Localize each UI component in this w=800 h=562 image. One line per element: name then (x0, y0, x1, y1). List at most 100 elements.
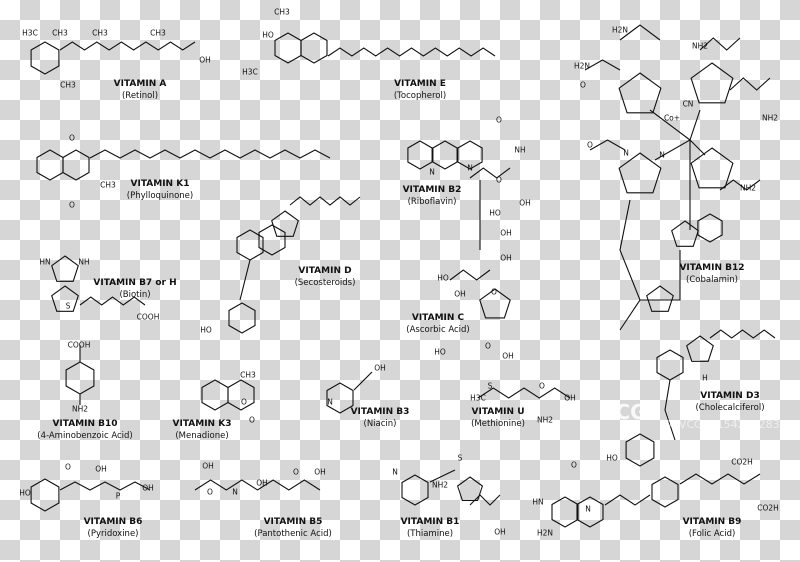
atom-label: NH2 (691, 41, 709, 51)
vitamin-common-name: (Menadione) (175, 431, 229, 441)
vitamin-label: VITAMIN D(Secosteroids) (295, 265, 356, 289)
vitamin-name: VITAMIN B9 (682, 517, 742, 527)
chain (619, 199, 641, 331)
atom-label: HN (532, 497, 544, 507)
atom-label: O (249, 415, 255, 425)
atom-label: OH (199, 55, 211, 65)
atom-label: OH (314, 467, 326, 477)
vitamin-name: VITAMIN K1 (130, 179, 190, 189)
chain (679, 473, 761, 485)
chain (664, 379, 676, 441)
atom-label: NH (78, 257, 90, 267)
vitamin-name: VITAMIN B2 (402, 185, 462, 195)
bond (649, 109, 706, 230)
vitamin-common-name: (Folic Acid) (688, 529, 736, 539)
atom-label: O (207, 487, 213, 497)
chain (469, 167, 511, 179)
atom-label: CN (682, 99, 694, 109)
ring (201, 379, 229, 411)
atom-label: O (587, 140, 593, 150)
atom-label: NH2 (431, 480, 449, 490)
chain (59, 41, 196, 51)
vitamin-label: VITAMIN B1(Thiamine) (401, 516, 460, 540)
ring (326, 382, 354, 414)
ring (690, 147, 734, 189)
chain (327, 47, 496, 57)
ring (618, 152, 662, 194)
atom-label: O (241, 397, 247, 407)
atom-label: OH (374, 363, 386, 373)
atom-label: CH3 (60, 80, 76, 90)
atom-label: OH (519, 198, 531, 208)
vitamin-name: VITAMIN K3 (172, 419, 232, 429)
atom-label: O (496, 175, 502, 185)
chain (79, 296, 146, 306)
ring (656, 349, 684, 381)
ring (671, 220, 699, 247)
atom-label: O (580, 80, 586, 90)
vitamin-name: VITAMIN B6 (83, 517, 143, 527)
atom-label: CH3 (274, 7, 290, 17)
atom-label: NH2 (536, 415, 554, 425)
vitamin-name: VITAMIN B1 (400, 517, 460, 527)
atom-label: N (232, 487, 238, 497)
atom-label: H (702, 373, 708, 383)
atom-label: N (467, 163, 473, 173)
vitamin-label: VITAMIN B10(4-Aminobenzoic Acid) (37, 418, 132, 442)
ring (401, 474, 429, 506)
atom-label: Co+ (663, 113, 681, 123)
ring (274, 32, 302, 64)
atom-label: O (496, 115, 502, 125)
chain (699, 37, 741, 51)
atom-label: CH3 (100, 180, 116, 190)
atom-label: N (327, 397, 333, 407)
ring (456, 476, 484, 502)
vitamin-name: VITAMIN A (113, 79, 167, 89)
vitamin-label: VITAMIN D3(Cholecalciferol) (695, 390, 764, 414)
atom-label: O (65, 462, 71, 472)
atom-label: O (571, 460, 577, 470)
atom-label: O (485, 341, 491, 351)
atom-label: S (487, 381, 493, 391)
chain (640, 250, 681, 301)
atom-label: HO (434, 347, 446, 357)
vitamin-common-name: (Tocopherol) (393, 91, 447, 101)
vitamin-name: VITAMIN D3 (700, 391, 760, 401)
vitamin-label: VITAMIN A(Retinol) (114, 78, 167, 102)
bond (353, 371, 373, 391)
vitamin-label: VITAMIN B9 (Folic Acid) (683, 516, 742, 540)
vitamin-name: VITAMIN D (298, 266, 352, 276)
ring (697, 213, 723, 243)
vitamin-label: VITAMIN K3 (Menadione) (173, 418, 232, 442)
chain (729, 77, 771, 91)
vitamin-common-name: (Biotin) (119, 290, 151, 300)
atom-label: O (539, 381, 545, 391)
chain (719, 179, 761, 191)
ring (300, 32, 328, 64)
ring (51, 255, 79, 282)
ring (686, 335, 714, 362)
atom-label: S (65, 301, 71, 311)
vitamin-label: VITAMIN B5(Pantothenic Acid) (254, 516, 332, 540)
ring (651, 476, 679, 508)
ring (227, 379, 255, 411)
chain (449, 269, 491, 281)
chain (477, 387, 571, 399)
atom-label: CH3 (92, 28, 108, 38)
vitamin-common-name: (Pantothenic Acid) (254, 529, 332, 539)
ring (30, 478, 60, 512)
ring (432, 140, 458, 170)
ring (62, 149, 90, 181)
atom-label: COOH (67, 340, 91, 350)
vitamin-common-name: (Ascorbic Acid) (406, 325, 470, 335)
atom-label: H2N (611, 25, 629, 35)
vitamin-common-name: (4-Aminobenzoic Acid) (37, 431, 133, 441)
vitamin-common-name: (Pyridoxine) (87, 529, 139, 539)
ring (618, 72, 662, 114)
ring (407, 140, 433, 170)
vitamin-label: VITAMIN B12(Cobalamin) (679, 262, 744, 286)
ring (479, 288, 511, 319)
atom-label: CO2H (731, 457, 753, 467)
chain (59, 481, 151, 491)
vitamin-label: VITAMIN B2(Riboflavin) (403, 184, 462, 208)
